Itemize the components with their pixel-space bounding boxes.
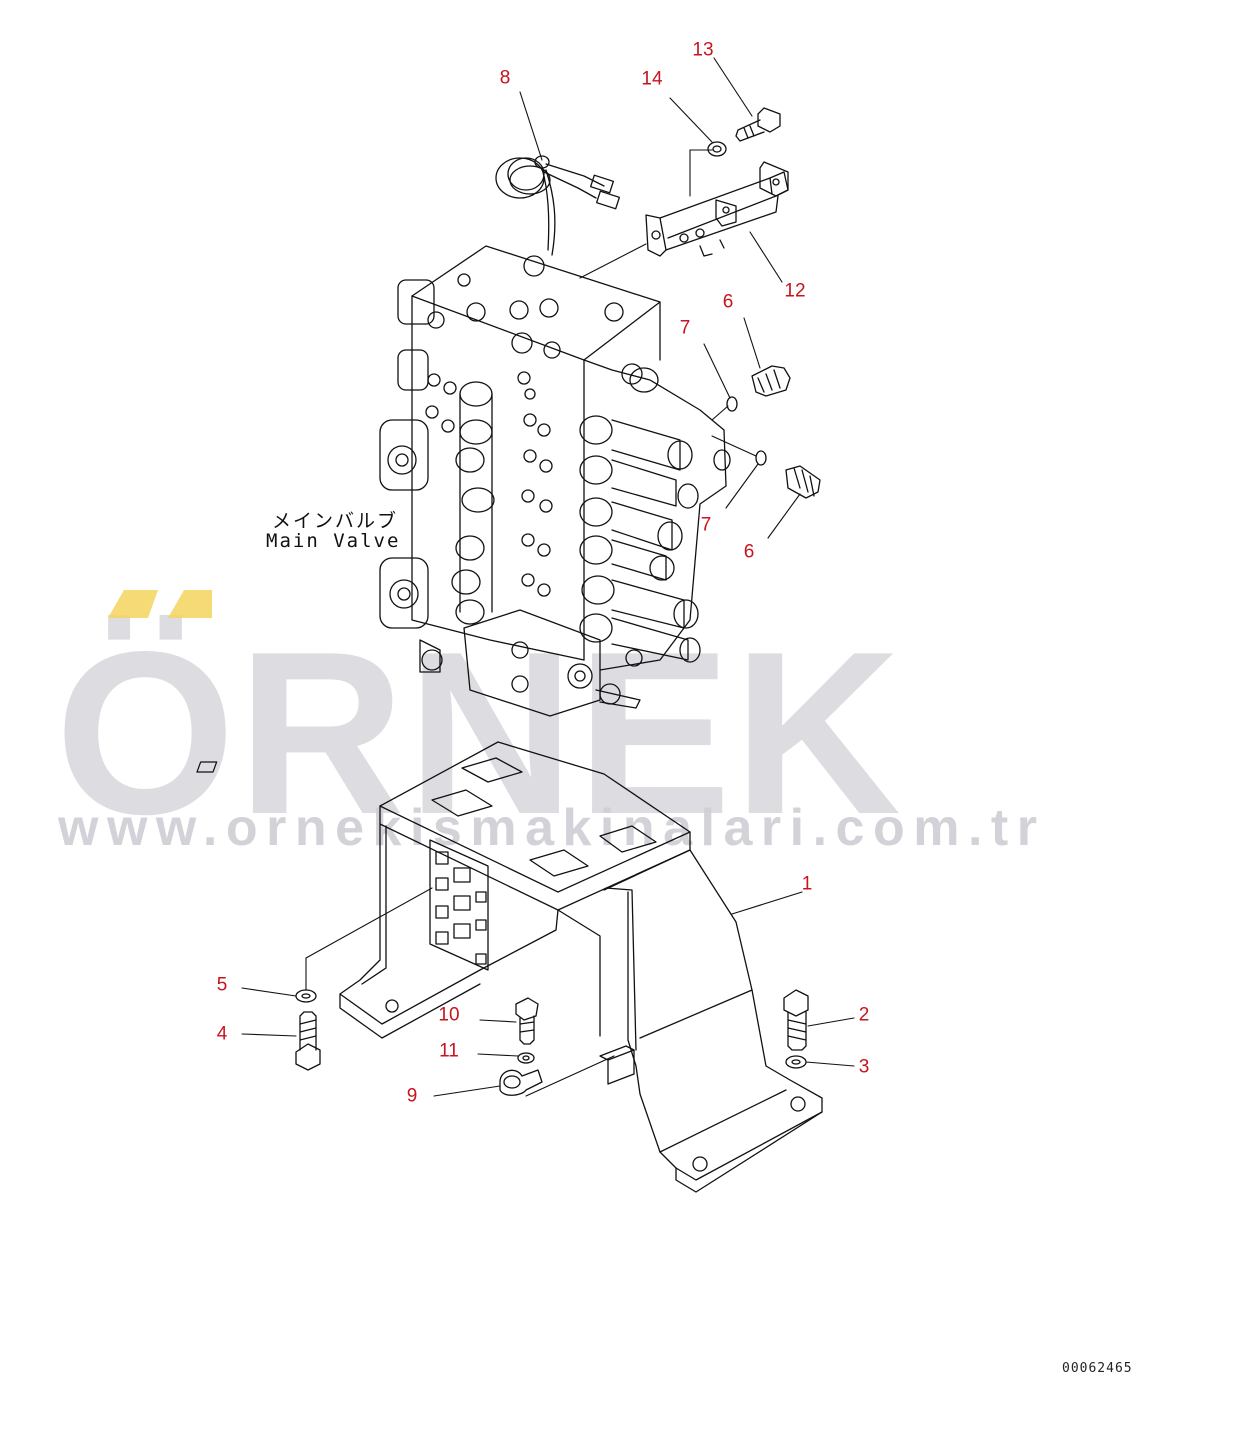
callout-6-upper: 6 <box>722 291 734 313</box>
drawing-code: 00062465 <box>1062 1361 1133 1376</box>
callout-2: 2 <box>858 1004 870 1026</box>
callout-5: 5 <box>216 974 228 996</box>
callout-13: 13 <box>692 39 714 61</box>
callout-6-lower: 6 <box>743 541 755 563</box>
bracket-1 <box>196 741 823 1193</box>
callout-4: 4 <box>216 1023 228 1045</box>
washer-14 <box>707 141 727 157</box>
washer-5 <box>295 989 317 1003</box>
sensor-6-upper <box>751 365 791 397</box>
leader-lines <box>241 57 855 1097</box>
callout-11: 11 <box>439 1040 459 1062</box>
bracket-12 <box>645 161 789 257</box>
watermark-url: www.ornekismakinalari.com.tr <box>58 799 1046 857</box>
clamp-9 <box>499 1069 543 1096</box>
callout-8: 8 <box>499 67 511 89</box>
callout-9: 9 <box>406 1085 418 1107</box>
watermark-accent <box>108 590 212 618</box>
bolt-4 <box>295 1011 321 1071</box>
callout-10: 10 <box>438 1004 460 1026</box>
sensor-6-lower <box>785 465 821 499</box>
watermark-logo: ÖRNEK <box>55 604 903 863</box>
main-valve <box>379 245 731 717</box>
bolt-13 <box>735 107 781 142</box>
callout-7-upper: 7 <box>679 317 691 339</box>
washer-11 <box>517 1052 535 1064</box>
callout-12: 12 <box>784 280 806 302</box>
main-valve-label-en: Main Valve <box>266 530 401 552</box>
callout-7-lower: 7 <box>700 514 712 536</box>
bolt-10 <box>515 997 539 1045</box>
harness-8 <box>495 155 621 256</box>
o-ring-7 <box>726 396 767 466</box>
callout-3: 3 <box>858 1056 870 1078</box>
washer-3 <box>785 1055 807 1069</box>
main-valve-label-jp: メインバルブ <box>272 510 399 532</box>
bolt-2 <box>783 989 809 1051</box>
callout-1: 1 <box>801 873 813 895</box>
callout-14: 14 <box>641 68 663 90</box>
